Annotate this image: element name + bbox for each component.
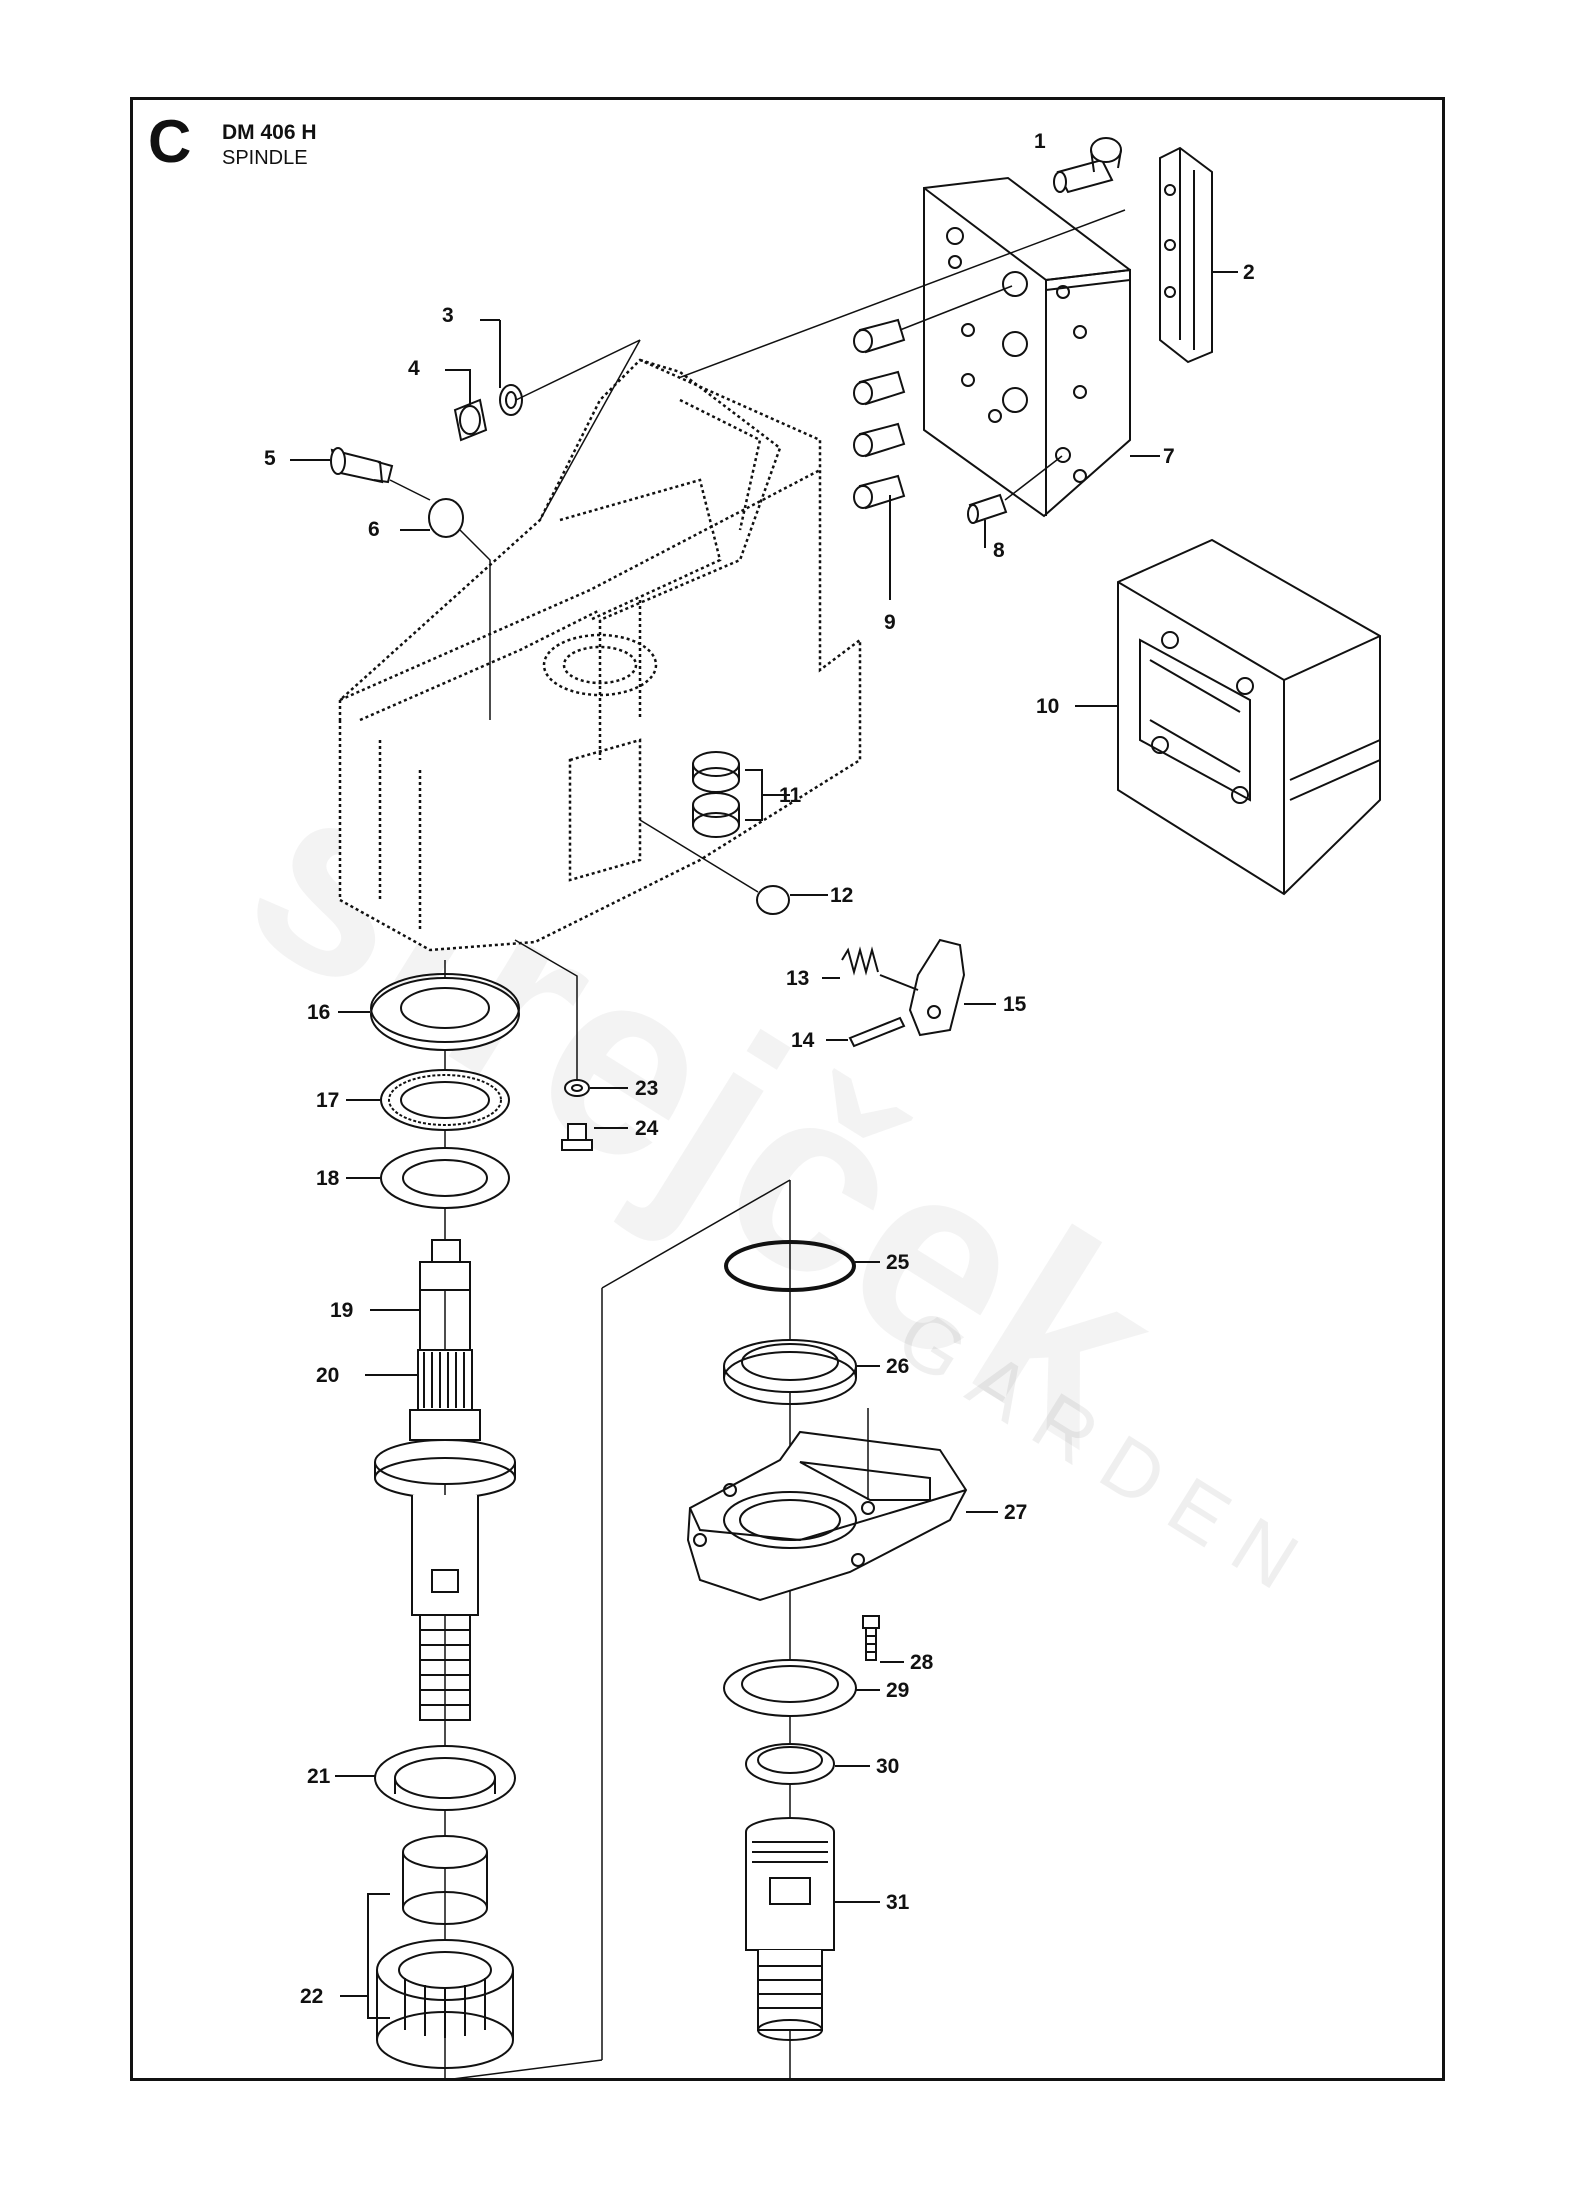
callout-27: 27 (1004, 1501, 1028, 1524)
part-1-bolt (1053, 137, 1122, 194)
part-17-bearing (346, 1069, 510, 1131)
callout-24: 24 (635, 1117, 659, 1140)
callout-2: 2 (1243, 261, 1255, 284)
part-25-oring (724, 1240, 880, 1292)
part-6-oring (400, 498, 491, 720)
part-31-adapter (745, 1817, 880, 2041)
part-12-ring (639, 819, 828, 915)
callout-29: 29 (886, 1679, 910, 1702)
part-14-pin (826, 1016, 906, 1048)
part-4-nut (445, 369, 488, 442)
part-27-flange (686, 1408, 998, 1602)
part-16-seal (338, 973, 520, 1051)
part-19-20-shaft (365, 1239, 516, 1721)
callout-12: 12 (830, 884, 854, 907)
part-15-lever (879, 938, 996, 1037)
callout-20: 20 (316, 1364, 340, 1387)
part-26-seal (723, 1339, 880, 1405)
callout-25: 25 (886, 1251, 910, 1274)
part-24-bolt (561, 1123, 628, 1151)
callout-3: 3 (442, 304, 454, 327)
part-29-ring (723, 1659, 880, 1717)
callout-7: 7 (1163, 445, 1175, 468)
callout-8: 8 (993, 539, 1005, 562)
callout-5: 5 (264, 447, 276, 470)
callout-30: 30 (876, 1755, 900, 1778)
callout-18: 18 (316, 1167, 340, 1190)
callout-15: 15 (1003, 993, 1027, 1016)
part-30-seal (745, 1743, 870, 1785)
callout-17: 17 (316, 1089, 340, 1112)
housing-casting (338, 358, 862, 952)
part-23-washer (514, 939, 628, 1097)
part-21-ring (335, 1745, 516, 1811)
part-10-block (1075, 538, 1381, 896)
part-9-bolts (853, 285, 1013, 600)
part-5-valve (290, 447, 431, 501)
part-8-pin (967, 455, 1063, 548)
part-13-spring (822, 946, 879, 979)
callout-23: 23 (635, 1077, 659, 1100)
callout-11: 11 (779, 784, 802, 807)
callout-21: 21 (307, 1765, 331, 1788)
part-28-screw (862, 1615, 904, 1663)
assembly-name: SPINDLE (222, 147, 308, 169)
callout-22: 22 (300, 1985, 324, 2008)
callout-4: 4 (408, 357, 420, 380)
callout-1: 1 (1034, 130, 1046, 153)
callout-19: 19 (330, 1299, 354, 1322)
diagram-frame (130, 97, 1445, 2081)
section-letter: C (148, 108, 192, 175)
callout-10: 10 (1036, 695, 1060, 718)
callout-13: 13 (786, 967, 810, 990)
part-18-washer (346, 1147, 510, 1209)
model-name: DM 406 H (222, 121, 317, 144)
part-2-rail (1159, 146, 1238, 364)
callout-26: 26 (886, 1355, 910, 1378)
callout-6: 6 (368, 518, 380, 541)
callout-28: 28 (910, 1651, 934, 1674)
part-3-washer (480, 319, 523, 416)
part-7-plate (923, 176, 1160, 518)
callout-9: 9 (884, 611, 896, 634)
callout-16: 16 (307, 1001, 331, 1024)
callout-14: 14 (791, 1029, 815, 1052)
part-22-bearing-set (340, 1835, 514, 2069)
callout-31: 31 (886, 1891, 910, 1914)
part-11-bushing (692, 751, 790, 838)
